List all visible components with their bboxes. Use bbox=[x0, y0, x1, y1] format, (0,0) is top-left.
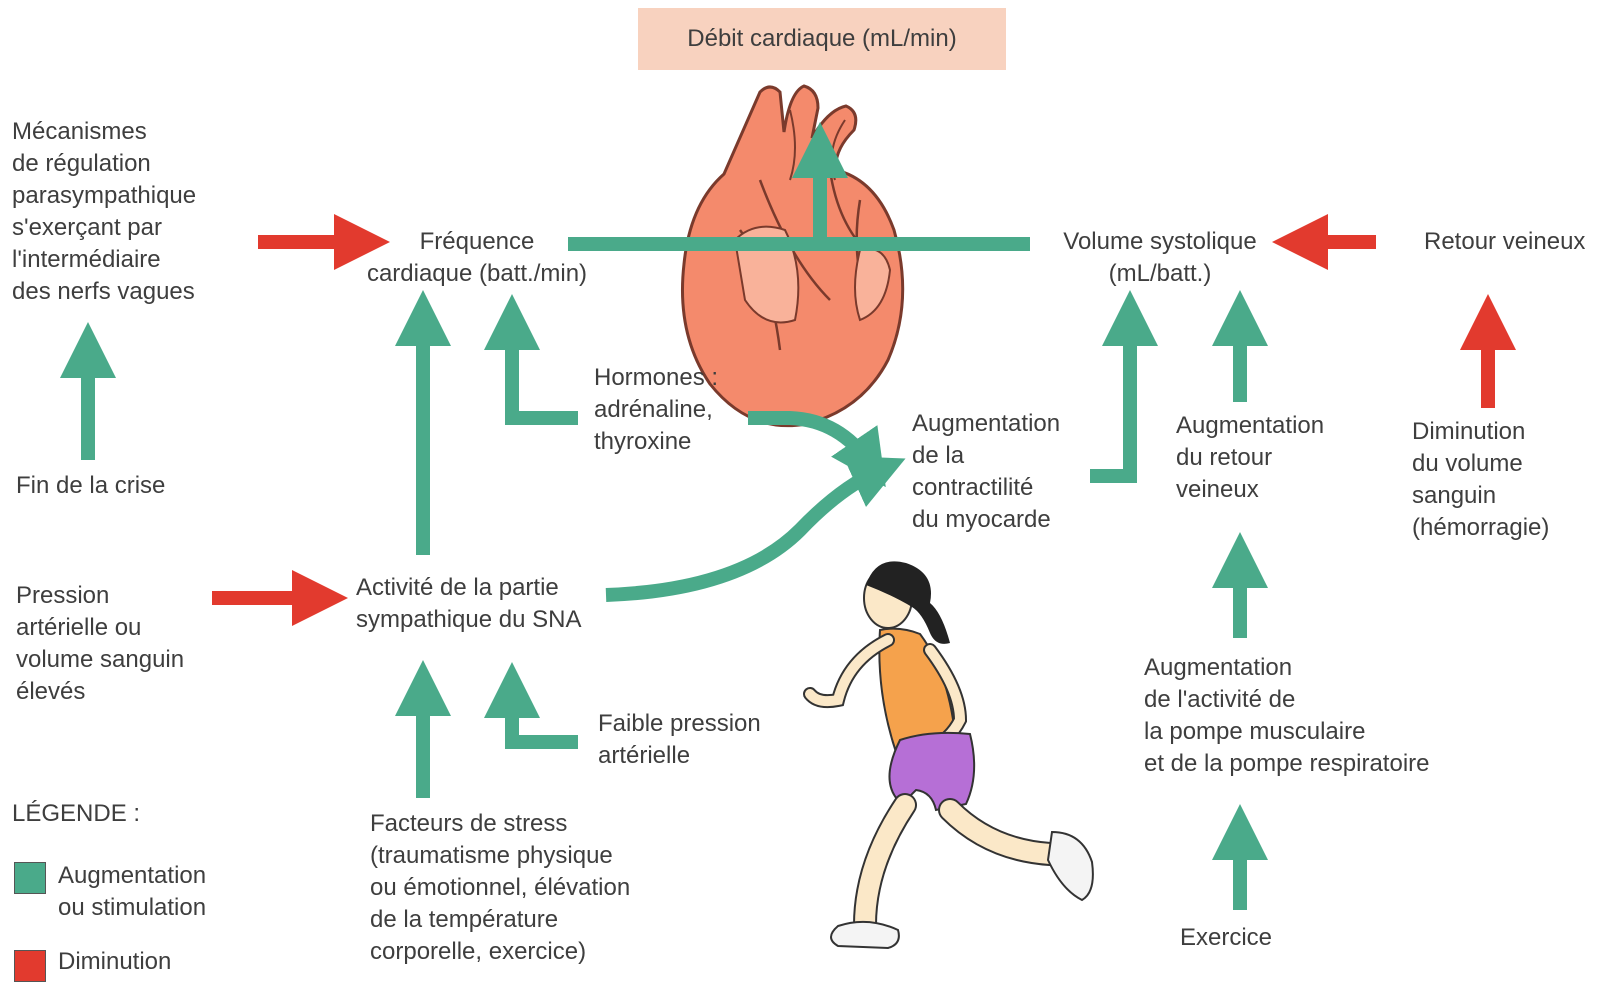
label-fin-crise: Fin de la crise bbox=[16, 470, 165, 502]
label-sympathique: Activité de la partie sympathique du SNA bbox=[356, 572, 581, 636]
diagram-title: Débit cardiaque (mL/min) bbox=[687, 25, 956, 53]
label-contractilite: Augmentation de la contractilité du myoc… bbox=[912, 408, 1060, 536]
label-augmentation-retour: Augmentation du retour veineux bbox=[1176, 410, 1324, 506]
label-volume-systolique: Volume systolique (mL/batt.) bbox=[1040, 226, 1280, 290]
label-pression-elevee: Pression artérielle ou volume sanguin él… bbox=[16, 580, 184, 708]
label-diminution-volume: Diminution du volume sanguin (hémorragie… bbox=[1412, 416, 1549, 544]
arrow-hormones-to-contractilite bbox=[748, 418, 870, 464]
label-pompe: Augmentation de l'activité de la pompe m… bbox=[1144, 652, 1430, 780]
label-exercice: Exercice bbox=[1180, 922, 1272, 954]
arrow-hormones-to-freq bbox=[512, 322, 578, 418]
label-stress: Facteurs de stress (traumatisme physique… bbox=[370, 808, 630, 968]
label-retour-veineux: Retour veineux bbox=[1424, 226, 1585, 258]
legend-decrease-label: Diminution bbox=[58, 946, 171, 978]
legend-increase-swatch bbox=[14, 862, 46, 894]
legend-decrease-swatch bbox=[14, 950, 46, 982]
arrow-contractilite-to-volume bbox=[1090, 318, 1130, 476]
label-faible-pression: Faible pression artérielle bbox=[598, 708, 761, 772]
arrow-faible-pression bbox=[512, 690, 578, 742]
title-box: Débit cardiaque (mL/min) bbox=[638, 8, 1006, 70]
label-hormones: Hormones : adrénaline, thyroxine bbox=[594, 362, 718, 458]
arrow-sympathique-to-contractilite bbox=[606, 470, 880, 595]
legend-title: LÉGENDE : bbox=[12, 798, 140, 830]
runner-illustration bbox=[810, 561, 1093, 948]
label-parasympathique: Mécanismes de régulation parasympathique… bbox=[12, 116, 196, 308]
legend-increase-label: Augmentation ou stimulation bbox=[58, 860, 206, 924]
label-frequence: Fréquence cardiaque (batt./min) bbox=[346, 226, 608, 290]
